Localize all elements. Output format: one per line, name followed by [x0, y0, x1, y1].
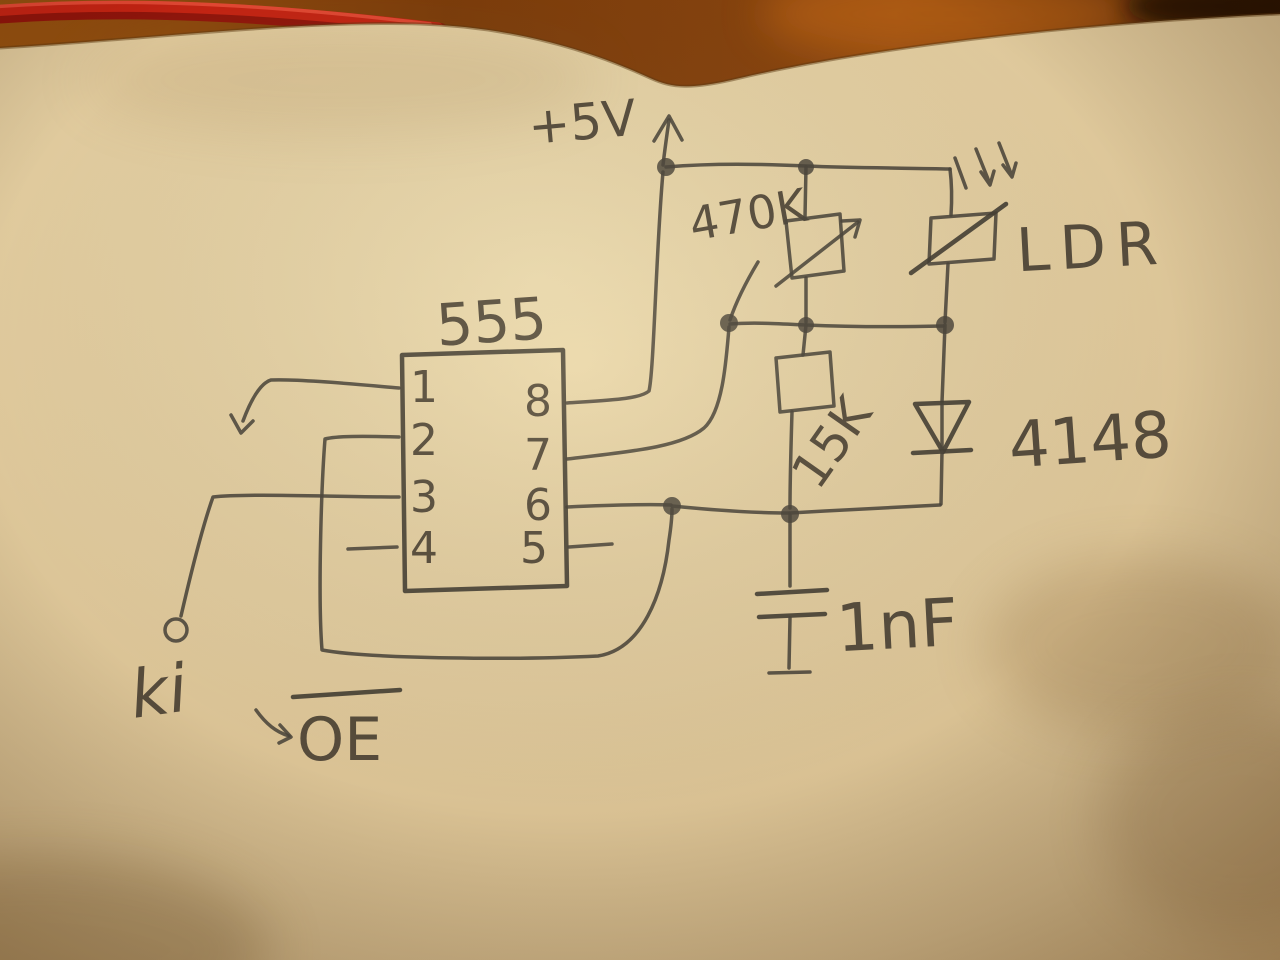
- schematic-photo: +5V 470K LDR: [0, 0, 1280, 960]
- photo-scene: +5V 470K LDR: [0, 0, 1280, 960]
- photo-vignette: [0, 0, 1280, 960]
